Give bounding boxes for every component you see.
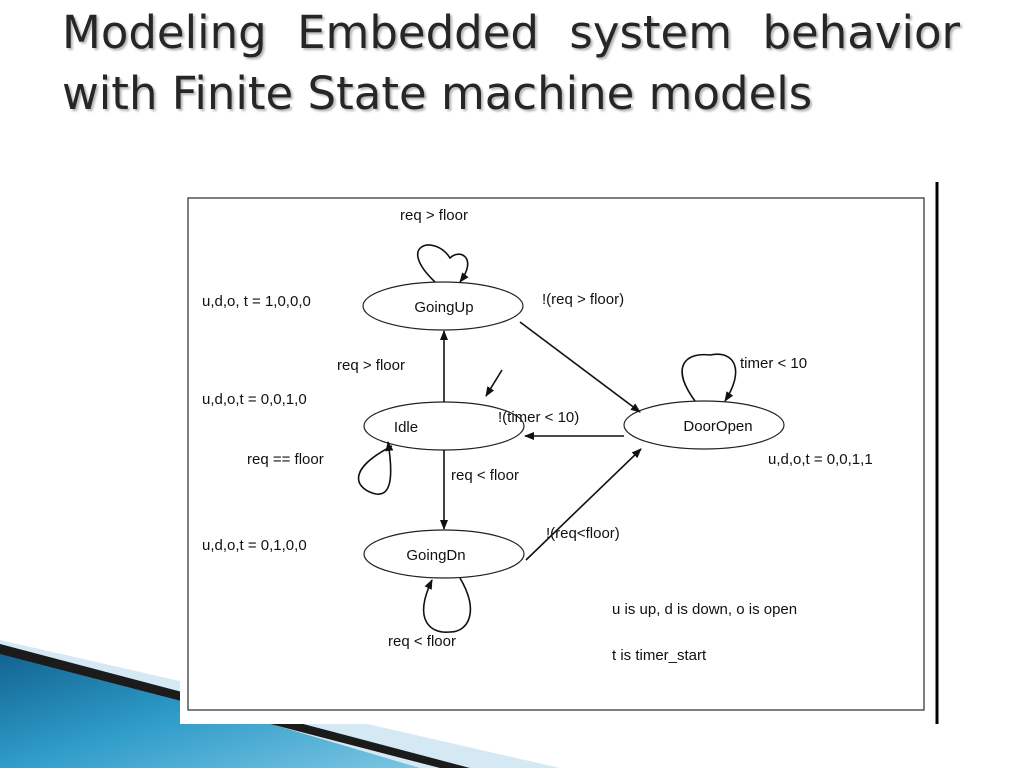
label-idle-self: req == floor xyxy=(247,451,324,468)
label-goingup-self: req > floor xyxy=(400,207,468,224)
output-idle: u,d,o,t = 0,0,1,0 xyxy=(202,391,307,408)
label-goingdn-to-dooropen: !(req<floor) xyxy=(546,525,620,542)
transition-dooropen-self xyxy=(681,353,737,402)
initial-state-arrow xyxy=(485,369,503,397)
label-goingup-to-dooropen: !(req > floor) xyxy=(542,291,624,308)
label-goingdn-self: req < floor xyxy=(388,633,456,650)
output-goingdn: u,d,o,t = 0,1,0,0 xyxy=(202,537,307,554)
label-idle-to-goingup: req > floor xyxy=(337,357,405,374)
slide-title: Modeling Embedded system behavior with F… xyxy=(62,6,960,120)
state-goingdn xyxy=(363,529,525,579)
legend-line-2: t is timer_start xyxy=(612,647,707,664)
transition-goingdn-self xyxy=(422,577,472,633)
output-dooropen: u,d,o,t = 0,0,1,1 xyxy=(768,451,873,468)
transition-goingup-self xyxy=(416,244,469,283)
legend-line-1: u is up, d is down, o is open xyxy=(612,601,797,618)
state-dooropen xyxy=(623,400,785,450)
fsm-diagram: GoingUp Idle DoorOpen GoingDn req > floo… xyxy=(180,182,940,724)
label-dooropen-self: timer < 10 xyxy=(740,355,807,372)
label-idle-to-goingdn: req < floor xyxy=(451,467,519,484)
transition-goingdn-to-dooropen xyxy=(525,448,642,561)
transition-goingup-to-dooropen xyxy=(519,321,641,413)
diagram-frame xyxy=(187,197,925,711)
label-dooropen-to-idle: !(timer < 10) xyxy=(498,409,579,426)
state-label-dooropen: DoorOpen xyxy=(683,418,752,435)
state-label-idle: Idle xyxy=(394,419,418,436)
transition-idle-self xyxy=(357,441,394,495)
output-goingup: u,d,o, t = 1,0,0,0 xyxy=(202,293,311,310)
state-label-goingup: GoingUp xyxy=(414,299,473,316)
state-label-goingdn: GoingDn xyxy=(406,547,465,564)
